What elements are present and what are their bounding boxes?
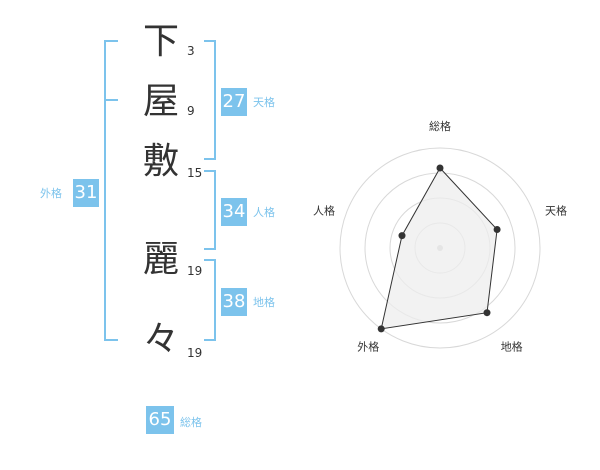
tenkaku-bracket-top: [204, 40, 216, 42]
radar-point-2: [493, 226, 501, 233]
gaikaku-badge: 31: [73, 179, 99, 207]
chikaku-bracket-vertical: [214, 259, 216, 341]
radar-point-5: [398, 232, 406, 240]
radar-polygon: [380, 167, 498, 330]
tenkaku-bracket-vertical: [214, 40, 216, 160]
name-char-5: 々: [142, 319, 179, 360]
jinkaku-label: 人格: [253, 206, 275, 219]
radar-point-3: [483, 309, 491, 317]
stroke-count-3: 15: [187, 166, 203, 180]
chikaku-bracket-top: [204, 259, 216, 261]
jinkaku-bracket-top: [204, 170, 216, 172]
stroke-count-2: 9: [187, 104, 195, 118]
chikaku-badge: 38: [221, 288, 247, 316]
stroke-count-5: 19: [187, 346, 203, 360]
gaikaku-bracket-top: [104, 40, 118, 42]
gaikaku-label: 外格: [40, 187, 62, 200]
chikaku-bracket-bottom: [204, 339, 216, 341]
jinkaku-badge: 34: [221, 198, 247, 226]
radar-axis-label-5: 人格: [313, 203, 335, 217]
radar-point-1: [436, 164, 444, 172]
stroke-count-4: 19: [187, 264, 203, 278]
soukaku-badge: 65: [146, 406, 174, 434]
tenkaku-bracket-bottom: [204, 158, 216, 160]
soukaku-label: 総格: [180, 416, 202, 429]
tenkaku-badge: 27: [221, 88, 247, 116]
radar-axis-label-3: 地格: [501, 340, 523, 354]
gaikaku-bracket-vertical: [104, 40, 106, 341]
radar-point-4: [377, 325, 385, 333]
chikaku-label: 地格: [253, 296, 275, 309]
gaikaku-bracket-mid: [104, 99, 118, 101]
name-char-1: 下: [142, 21, 179, 62]
stroke-count-1: 3: [187, 44, 195, 58]
radar-axis-label-1: 総格: [429, 119, 451, 133]
radar-axis-label-4: 外格: [357, 340, 379, 354]
tenkaku-label: 天格: [253, 96, 275, 109]
jinkaku-bracket-vertical: [214, 170, 216, 250]
name-char-3: 敷: [142, 141, 179, 182]
gaikaku-bracket-bottom: [104, 339, 118, 341]
radar-ring-4: [339, 147, 541, 349]
name-char-4: 麗: [142, 239, 179, 280]
radar-shape: [377, 164, 501, 333]
name-char-2: 屋: [142, 81, 179, 122]
radar-axis-label-2: 天格: [545, 203, 567, 217]
jinkaku-bracket-bottom: [204, 248, 216, 250]
